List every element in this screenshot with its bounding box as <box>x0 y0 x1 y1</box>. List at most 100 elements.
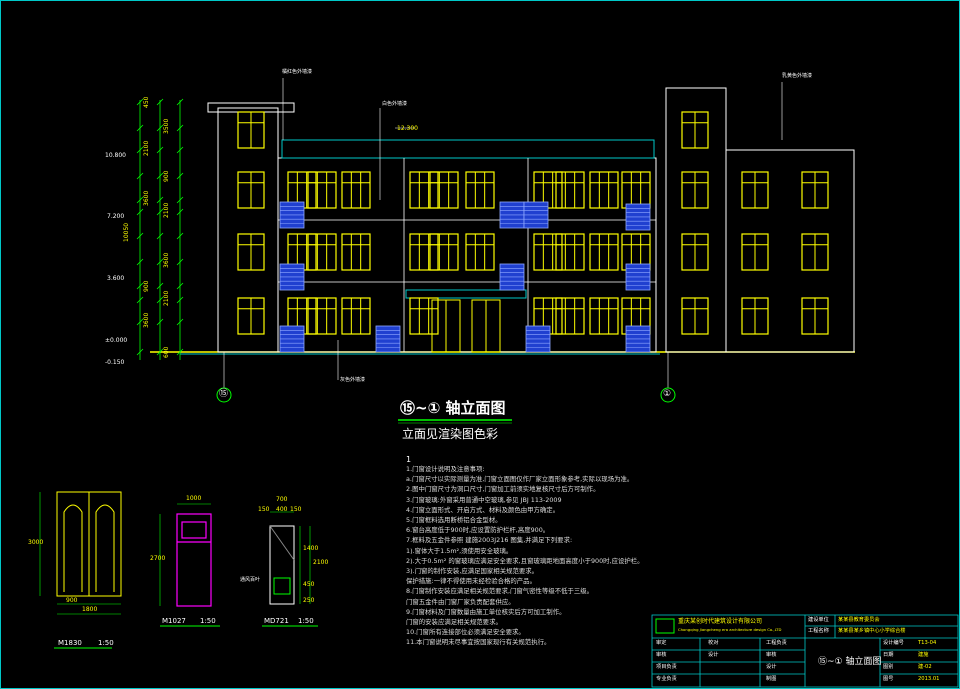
roof-elevation: 12.300 <box>397 125 418 132</box>
role-4: 校对 <box>708 640 719 646</box>
callout-grey-paint: 灰色外墙漆 <box>340 377 366 383</box>
note-line: 11.本门窗说明未尽事宜按国家现行有关规范执行。 <box>406 638 551 647</box>
note-line: 10.门窗所有连接部位必须满足安全要求。 <box>406 628 525 637</box>
dimension-tick <box>176 258 184 266</box>
balcony-railing <box>279 201 305 229</box>
note-line: a.门窗尺寸以实际测量为准,门窗立面图仅作厂家立面形象参考,实际以现场为准。 <box>406 475 634 484</box>
role2-0: 工程负责 <box>766 640 787 646</box>
window <box>409 233 439 271</box>
balcony-railing <box>625 203 651 231</box>
dimension-tick <box>176 98 184 106</box>
dimension-tick <box>176 282 184 290</box>
dimension-tick <box>176 296 184 304</box>
role-5: 设计 <box>708 652 719 658</box>
note-line: 9.门窗材料及门窗数量由施工单位核实后方可加工制作。 <box>406 607 566 616</box>
detail-scale-md721: 1:50 <box>298 617 314 625</box>
balconies-group <box>279 201 651 353</box>
role-0: 审定 <box>656 640 667 646</box>
dimension-tick <box>176 318 184 326</box>
note-line: 6.窗台高度低于900时,应设置防护栏杆,高度900。 <box>406 526 550 535</box>
role2-1: 审核 <box>766 652 777 658</box>
m1830-height: 3000 <box>28 539 44 546</box>
field-value-1: 建施 <box>918 652 929 658</box>
sheet-title: ⑮~① 轴立面图 <box>818 657 882 667</box>
balcony-railing <box>375 325 401 353</box>
window <box>589 233 619 271</box>
window <box>409 297 439 335</box>
project-label: 建设单位 <box>808 617 829 623</box>
balcony-railing <box>525 325 551 353</box>
dimension-tick <box>156 172 164 180</box>
dimension-value: 3600 <box>143 312 150 328</box>
m1830-leaf: 900 <box>66 597 78 604</box>
field-2: 图别 <box>883 664 894 670</box>
balcony-railing <box>499 263 525 291</box>
dimension-tick <box>156 258 164 266</box>
right-tower-outline <box>665 87 727 353</box>
dimension-tick <box>156 124 164 132</box>
main-parapet <box>281 139 655 159</box>
note-line: 8.门窗制作安装应满足相关规范要求,门窗气密性等级不低于三级。 <box>406 587 594 596</box>
role-2: 项目负责 <box>656 664 677 670</box>
window <box>341 233 371 271</box>
project-value: 某某县教育委员会 <box>838 617 880 623</box>
dimension-tick <box>156 196 164 204</box>
company-name: 重庆某创时代建筑设计有限公司 <box>678 618 763 625</box>
m1027-width: 1000 <box>186 495 202 502</box>
window <box>741 233 769 271</box>
name-label: 工程名称 <box>808 628 829 634</box>
note-line: 保护措施:一律不得使用未经检验合格的产品。 <box>406 577 536 586</box>
dimension-tick <box>136 348 144 356</box>
detail-scale-m1027: 1:50 <box>200 617 216 625</box>
dimension-tick <box>176 196 184 204</box>
field-3: 图号 <box>883 676 894 682</box>
dimension-tick <box>136 196 144 204</box>
window <box>237 297 265 335</box>
dimension-tick <box>156 318 164 326</box>
dimension-tick <box>136 146 144 154</box>
dimension-chain <box>139 100 181 360</box>
dimension-value: 450 <box>143 96 150 108</box>
axis-marker-1 <box>660 387 676 403</box>
md721-h3: 250 <box>303 597 315 604</box>
dimension-tick <box>136 124 144 132</box>
left-tower-outline <box>217 107 279 353</box>
dimension-tick <box>176 348 184 356</box>
company-logo <box>655 618 675 634</box>
axis-label-15: ⑮ <box>219 389 229 399</box>
window <box>465 171 495 209</box>
dimension-tick <box>156 98 164 106</box>
window <box>681 233 709 271</box>
dimension-value: 2100 <box>143 140 150 156</box>
window <box>465 233 495 271</box>
note-line: 4.门窗立面形式、开启方式、材料及颜色由甲方确定。 <box>406 505 560 514</box>
dimension-tick <box>156 146 164 154</box>
dimension-tick <box>156 296 164 304</box>
window <box>555 233 585 271</box>
dimension-tick <box>156 232 164 240</box>
dimension-tick <box>136 98 144 106</box>
window <box>589 171 619 209</box>
m1027-height: 2700 <box>150 555 166 562</box>
window <box>429 233 459 271</box>
callout-yellow-paint: 乳黄色外墙漆 <box>782 73 813 79</box>
axis-label-1: ① <box>663 389 672 399</box>
name-value: 某某县某乡镇中心小学综合楼 <box>838 628 906 634</box>
dimension-value: 900 <box>143 280 150 292</box>
window <box>533 233 563 271</box>
detail-label-m1027: M1027 <box>162 617 186 625</box>
company-name-en: Chongqing Jiangcheng era architecture de… <box>678 627 782 632</box>
note-line: 5.门窗框料选用断桥铝合金型材。 <box>406 516 502 524</box>
role2-3: 制图 <box>766 676 777 682</box>
dimension-tick <box>176 232 184 240</box>
detail-md721 <box>269 525 295 605</box>
callout-orange-paint: 橘红色外墙漆 <box>282 69 313 75</box>
window <box>307 171 337 209</box>
balcony-railing <box>499 201 525 229</box>
field-1: 日期 <box>883 652 894 658</box>
dimension-tick <box>136 258 144 266</box>
window <box>237 171 265 209</box>
role-3: 专业负责 <box>656 676 677 682</box>
dimension-value: 900 <box>163 170 170 182</box>
